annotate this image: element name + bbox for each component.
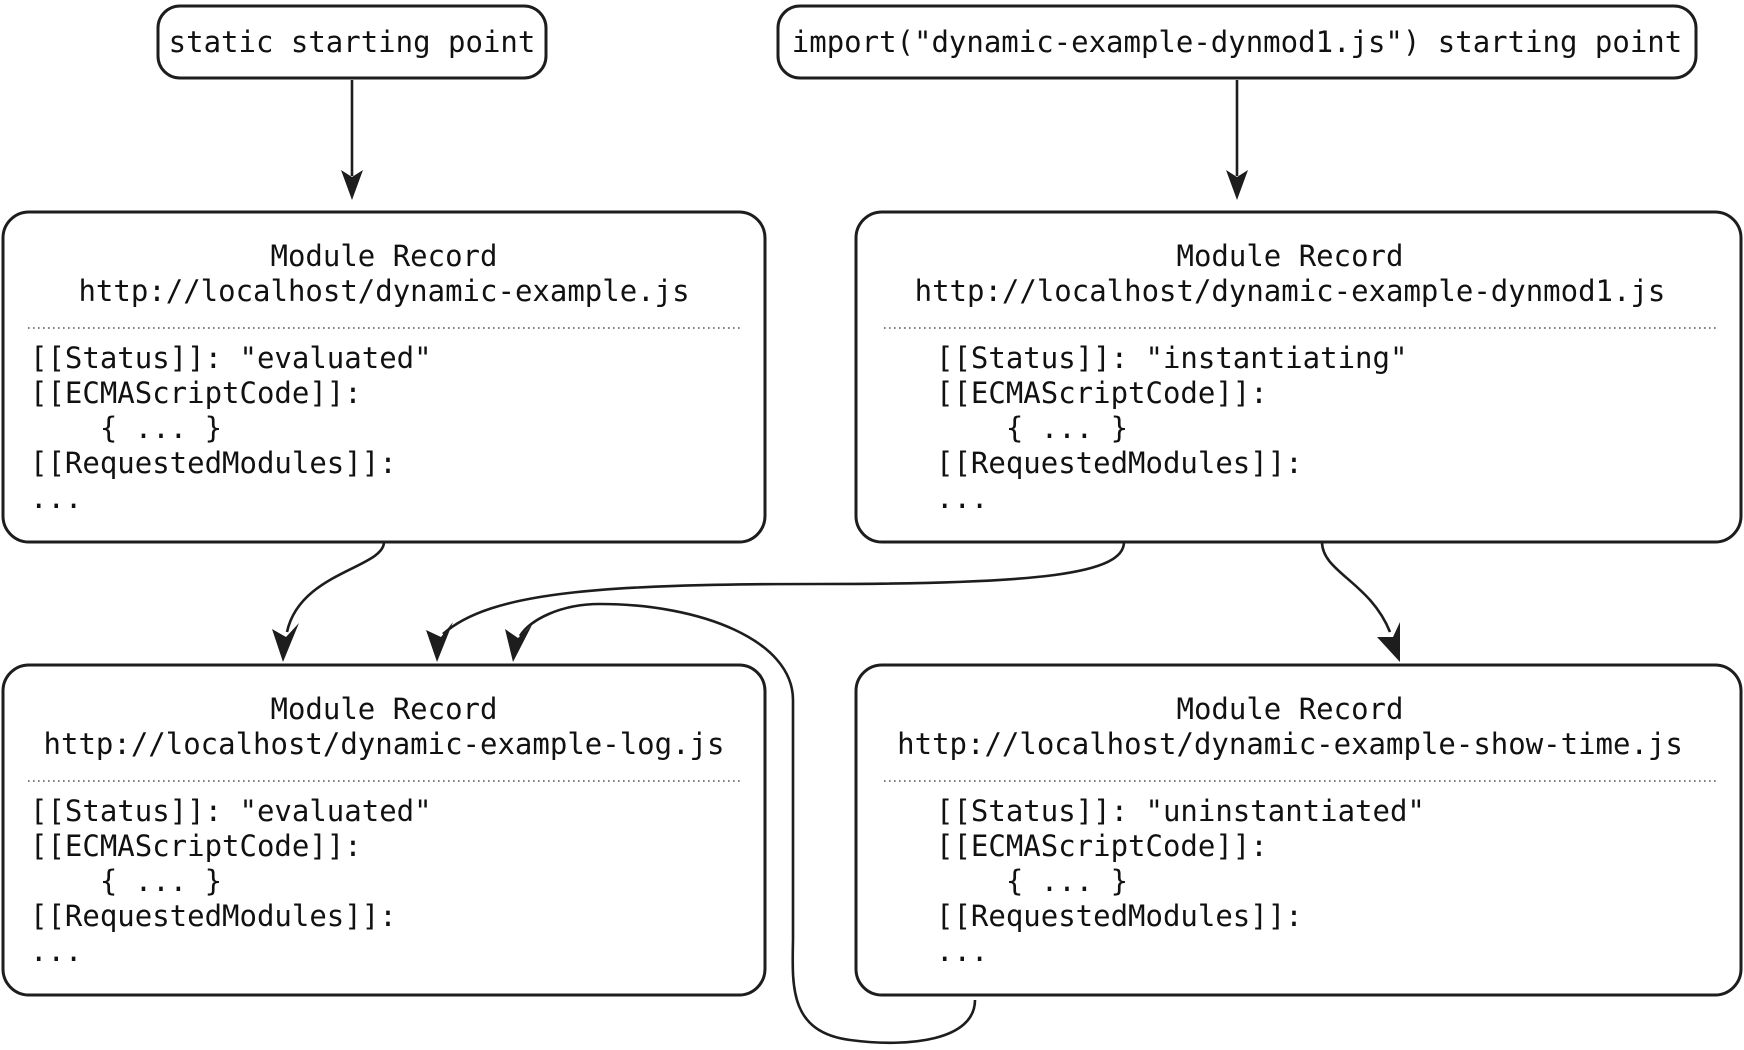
edge-static-to-example (341, 80, 363, 200)
dynamic-entry-shape (776, 4, 1698, 80)
edge-dynamic-to-dynmod1 (1226, 80, 1248, 200)
mod-log-heading: Module Record (271, 692, 498, 726)
node-mod-example[interactable]: Module Record http://localhost/dynamic-e… (1, 210, 767, 544)
dynamic-entry-label: import("dynamic-example-dynmod1.js") sta… (792, 25, 1682, 59)
mod-log-field-0: [[Status]]: "evaluated" (30, 794, 432, 828)
mod-log-field-3: [[RequestedModules]]: (30, 899, 397, 933)
mod-example-field-1: [[ECMAScriptCode]]: (30, 376, 362, 410)
static-entry-shape (156, 4, 548, 80)
node-static-entry[interactable]: static starting point (156, 4, 548, 80)
edge-dynmod1-to-show-time (1320, 541, 1400, 662)
mod-show-time-shape (854, 663, 1743, 997)
node-mod-show-time[interactable]: Module Record http://localhost/dynamic-e… (854, 663, 1743, 997)
mod-show-time-field-0: [[Status]]: "uninstantiated" (936, 794, 1425, 828)
mod-example-field-0: [[Status]]: "evaluated" (30, 341, 432, 375)
mod-dynmod1-field-2: { ... } (936, 411, 1128, 445)
mod-show-time-field-3: [[RequestedModules]]: (936, 899, 1303, 933)
mod-log-shape (1, 663, 767, 997)
mod-example-heading: Module Record (271, 239, 498, 273)
node-dynamic-entry[interactable]: import("dynamic-example-dynmod1.js") sta… (776, 4, 1698, 80)
mod-log-url: http://localhost/dynamic-example-log.js (44, 727, 725, 761)
mod-log-field-2: { ... } (30, 864, 222, 898)
mod-example-field-3: [[RequestedModules]]: (30, 446, 397, 480)
mod-example-url: http://localhost/dynamic-example.js (78, 274, 689, 308)
edge-example-to-log (272, 541, 386, 662)
mod-log-field-4: ... (30, 934, 82, 968)
static-entry-label: static starting point (169, 25, 536, 59)
mod-dynmod1-shape (854, 210, 1743, 544)
edge-dynmod1-to-log (426, 541, 1126, 662)
mod-show-time-url: http://localhost/dynamic-example-show-ti… (897, 727, 1683, 761)
node-mod-log[interactable]: Module Record http://localhost/dynamic-e… (1, 663, 767, 997)
mod-dynmod1-field-3: [[RequestedModules]]: (936, 446, 1303, 480)
mod-show-time-field-2: { ... } (936, 864, 1128, 898)
mod-dynmod1-field-1: [[ECMAScriptCode]]: (936, 376, 1268, 410)
node-mod-dynmod1[interactable]: Module Record http://localhost/dynamic-e… (854, 210, 1743, 544)
mod-show-time-field-1: [[ECMAScriptCode]]: (936, 829, 1268, 863)
mod-log-field-1: [[ECMAScriptCode]]: (30, 829, 362, 863)
mod-show-time-field-4: ... (936, 934, 988, 968)
mod-show-time-heading: Module Record (1177, 692, 1404, 726)
mod-dynmod1-heading: Module Record (1177, 239, 1404, 273)
mod-dynmod1-field-4: ... (936, 481, 988, 515)
mod-example-field-2: { ... } (30, 411, 222, 445)
edge-show-time-to-log (505, 602, 977, 1045)
mod-dynmod1-field-0: [[Status]]: "instantiating" (936, 341, 1407, 375)
mod-example-field-4: ... (30, 481, 82, 515)
mod-dynmod1-url: http://localhost/dynamic-example-dynmod1… (915, 274, 1666, 308)
